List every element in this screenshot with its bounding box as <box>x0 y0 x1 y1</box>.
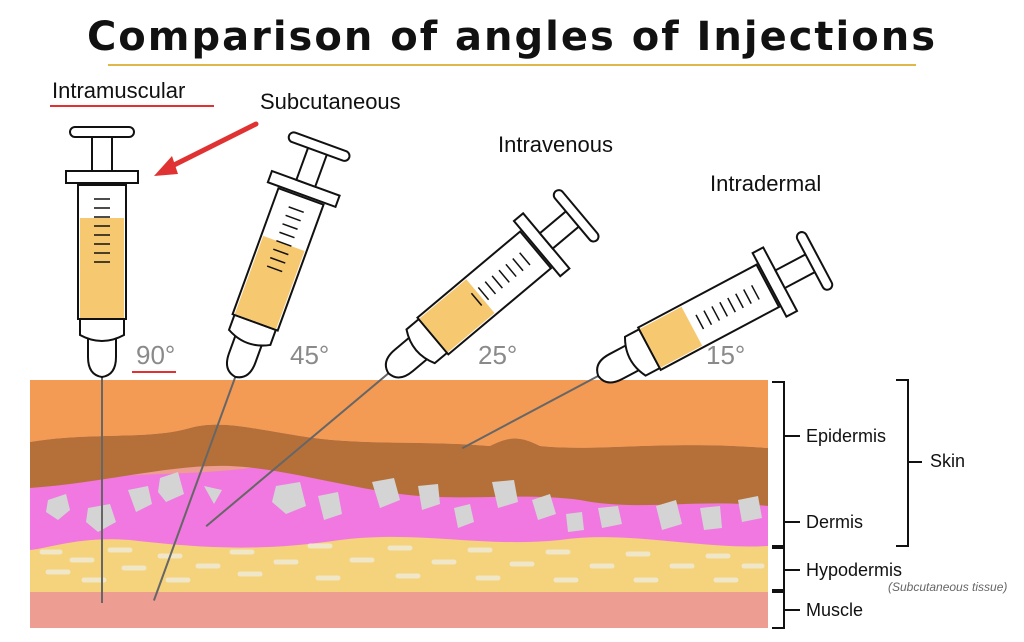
angle-intramuscular: 90° <box>136 340 176 370</box>
angle-intravenous: 25° <box>478 340 518 370</box>
cell <box>566 512 584 532</box>
cell <box>492 480 518 508</box>
syringe-fluid <box>80 218 124 318</box>
syringe-intradermal <box>461 231 834 450</box>
syringe-plunger-cap <box>795 231 834 291</box>
epidermis-dermis-bracket <box>772 381 785 547</box>
syringe-intravenous <box>205 189 600 528</box>
syringe-subcutaneous <box>152 131 351 601</box>
cell <box>532 494 556 520</box>
label-dermis: Dermis <box>806 512 863 532</box>
red-arrow <box>154 121 259 176</box>
cell <box>46 494 70 520</box>
cell <box>128 486 152 512</box>
syringe-fluid <box>639 306 703 368</box>
cell <box>318 492 342 520</box>
label-intramuscular: Intramuscular <box>52 78 186 103</box>
syringe-scale <box>266 206 304 273</box>
title-underline <box>108 64 916 66</box>
cell <box>372 478 400 508</box>
cell <box>272 482 306 514</box>
syringe-hub <box>79 318 125 342</box>
label-hypodermis-note: (Subcutaneous tissue) <box>888 580 1008 594</box>
cell <box>158 472 184 502</box>
label-hypodermis: Hypodermis <box>806 560 903 580</box>
syringe-hub <box>405 317 449 365</box>
syringe-scale <box>470 252 531 306</box>
cell <box>656 500 682 530</box>
syringe-plunger-cap <box>287 131 351 162</box>
label-subcutaneous: Subcutaneous <box>260 89 401 114</box>
cell <box>700 506 722 530</box>
cell <box>204 486 222 504</box>
syringe-hub <box>227 313 278 347</box>
syringe-intramuscular <box>65 126 139 603</box>
hypodermis-fat-cells <box>39 543 765 583</box>
angle-intradermal: 15° <box>706 340 746 370</box>
syringe-plunger-cap <box>552 189 600 243</box>
syringe-plunger-cap <box>69 126 135 138</box>
syringe-scale <box>94 198 110 263</box>
label-epidermis: Epidermis <box>806 426 887 446</box>
syringe-hub <box>623 327 662 377</box>
needle <box>205 371 391 528</box>
skin-bracket <box>896 379 909 547</box>
skin-cross-section <box>30 380 768 628</box>
muscle-bracket <box>772 591 785 629</box>
angle-subcutaneous: 45° <box>290 340 330 370</box>
hypodermis-bracket <box>772 547 785 591</box>
needle <box>461 374 601 450</box>
cell <box>738 496 762 522</box>
label-skin: Skin <box>930 451 966 471</box>
label-intravenous: Intravenous <box>498 132 613 157</box>
cell <box>598 506 622 528</box>
syringe-plunger <box>91 134 113 172</box>
cell <box>418 484 440 510</box>
layer-brackets <box>772 379 922 629</box>
label-muscle: Muscle <box>806 600 864 620</box>
label-intradermal: Intradermal <box>710 171 822 196</box>
epidermis-layer <box>30 380 768 448</box>
page-title: Comparison of angles of Injections <box>86 14 938 60</box>
cell <box>454 504 474 528</box>
syringe-flange <box>65 170 139 184</box>
needle <box>152 374 237 601</box>
syringe-fluid <box>234 235 305 329</box>
dermis-brown-layer <box>30 424 768 506</box>
syringe-scale <box>695 284 760 330</box>
syringe-tip <box>87 336 117 379</box>
